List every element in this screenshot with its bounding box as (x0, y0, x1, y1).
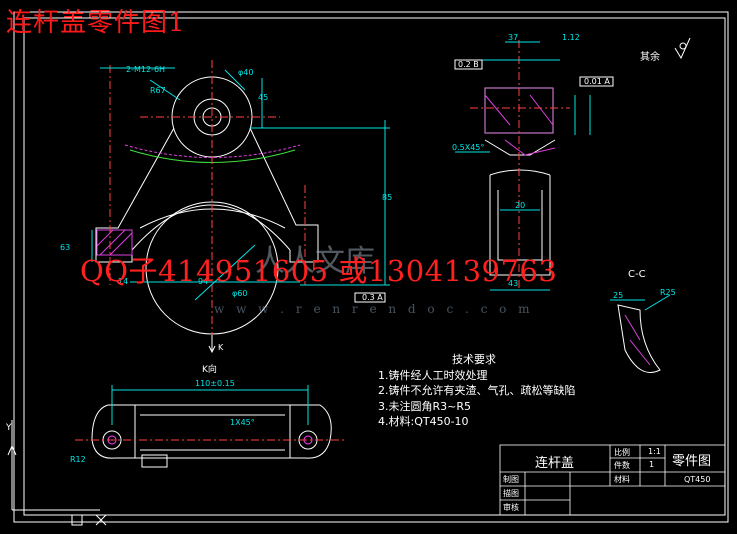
k-view-label: K向 (202, 363, 217, 375)
dim-94: 94 (198, 277, 208, 286)
dim-r25: R25 (660, 288, 676, 297)
tol-02b: 0.2 B (458, 60, 479, 69)
tol-01a: 0.01 A (584, 77, 610, 86)
section-cc-label: C-C (628, 269, 646, 280)
dim-phi60: φ60 (232, 289, 247, 298)
dim-45: 45 (258, 93, 268, 102)
watermark-contact: QQ子414951605 或1304139763 (80, 254, 558, 288)
view-labels: C-C K向 K 其余 (202, 50, 660, 375)
drawn-label: 制图 (503, 475, 519, 484)
tech-heading: 技术要求 (452, 353, 496, 366)
scale-value: 1:1 (648, 447, 661, 456)
dim-14: 14 (118, 277, 128, 286)
watermark-site: 人人文库 (255, 244, 375, 279)
outer-frame (13, 11, 729, 523)
tol-03a: 0.3 A (362, 293, 383, 302)
dim-05x45: 0.5X45° (452, 143, 484, 152)
k-view (75, 385, 345, 468)
tech-requirements: 技术要求 1.铸件经人工时效处理 2.铸件不允许有夹渣、气孔、疏松等缺陷 3.未… (378, 352, 576, 430)
k-arrow-label: K (218, 343, 224, 352)
part-name: 连杆盖 (535, 456, 575, 471)
title-overlay: 连杆盖零件图1 (6, 8, 186, 38)
side-view (454, 37, 691, 291)
dim-43: 43 (508, 279, 518, 288)
dimension-labels: 2-M12-6H R67 φ40 45 63 85 94 14 φ60 0.3 … (60, 33, 676, 464)
material-label: 材料 (614, 475, 630, 484)
tech-item: 2.铸件不允许有夹渣、气孔、疏松等缺陷 (378, 384, 576, 397)
tech-item: 3.未注圆角R3~R5 (378, 399, 471, 413)
dim-112: 1.12 (562, 33, 580, 42)
drawing-type: 零件图 (672, 454, 712, 469)
inner-frame (23, 17, 726, 516)
material-value: QT450 (684, 475, 711, 484)
dim-63: 63 (60, 243, 70, 252)
dim-chamfer: 1X45° (230, 418, 255, 427)
dim-37: 37 (508, 33, 518, 42)
qty-label: 件数 (614, 461, 630, 470)
section-cc (610, 294, 671, 373)
svg-text:Y: Y (5, 423, 12, 433)
dim-20: 20 (515, 201, 525, 210)
dim-thread: 2-M12-6H (126, 65, 165, 74)
title-block (499, 444, 726, 516)
checked-label: 审核 (503, 503, 519, 512)
dim-phi40: φ40 (238, 68, 253, 77)
watermark-url: w w w . r e n r e n d o c . c o m (214, 302, 534, 316)
drafted-label: 描图 (503, 489, 519, 498)
dim-r12: R12 (70, 455, 86, 464)
dim-85: 85 (382, 193, 392, 202)
dim-110: 110±0.15 (195, 379, 235, 388)
dim-25: 25 (613, 291, 623, 300)
rest-roughness-label: 其余 (640, 50, 660, 63)
ucs-icon: Y (5, 420, 107, 526)
dim-r67: R67 (150, 86, 166, 95)
front-view (91, 60, 390, 354)
tech-item: 1.铸件经人工时效处理 (378, 368, 488, 382)
scale-label: 比例 (614, 448, 630, 457)
tech-item: 4.材料:QT450-10 (378, 415, 469, 428)
qty-value: 1 (649, 460, 655, 469)
